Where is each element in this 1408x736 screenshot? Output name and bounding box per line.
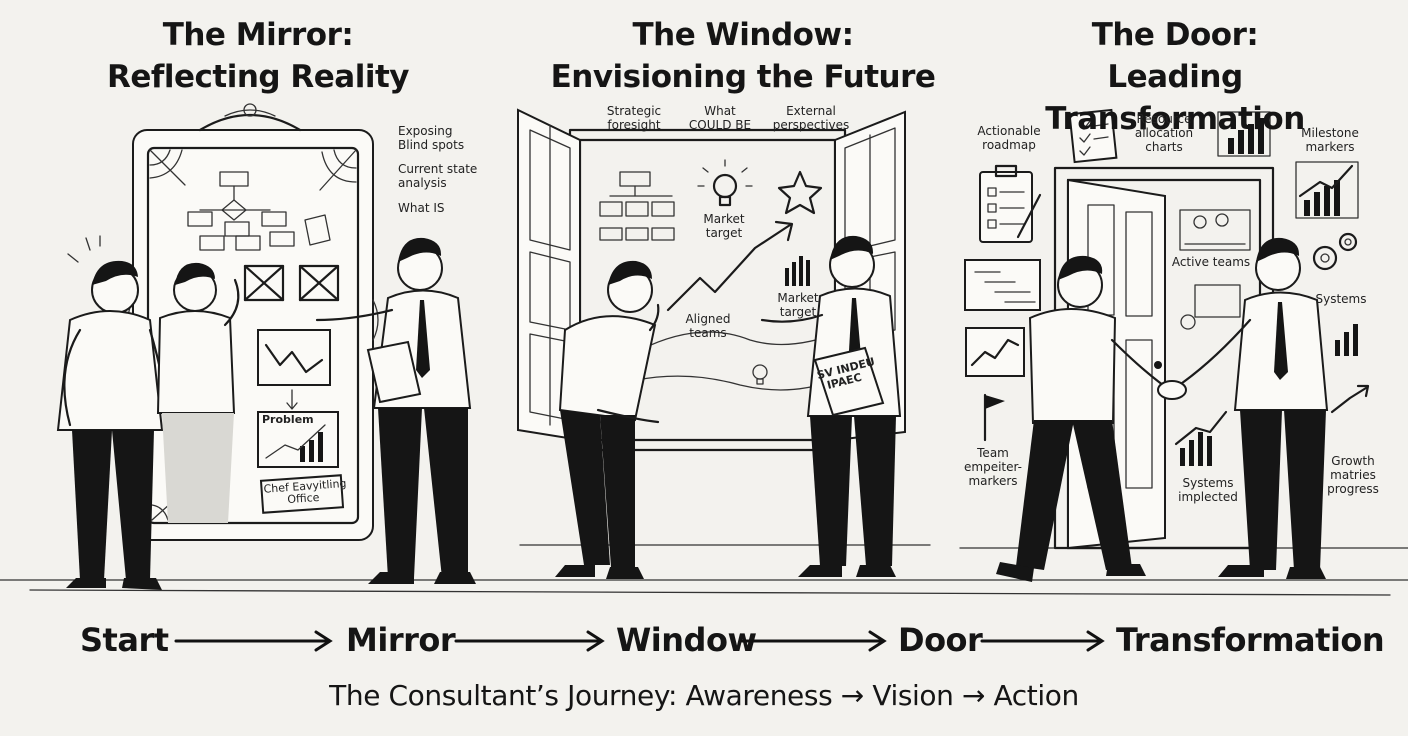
note-resource-allocation: Resource allocation charts: [1134, 112, 1194, 154]
mirror-title-line1: The Mirror:: [162, 17, 354, 53]
note-team-markers: Team empeiter- markers: [964, 446, 1022, 488]
window-title-line2: Envisioning the Future: [550, 59, 936, 95]
sticky-note: [304, 214, 331, 246]
door-title-line2: Leading Transformation: [1045, 59, 1305, 137]
journey-caption: The Consultant’s Journey: Awareness → Vi…: [329, 679, 1079, 712]
note-systems-implemented: Systems implected: [1178, 476, 1238, 504]
implemented-chart-icon: [1174, 410, 1228, 466]
checklist-icon: [1068, 108, 1118, 164]
window-title: The Window: Envisioning the Future: [548, 14, 938, 98]
mirror-title: The Mirror: Reflecting Reality: [88, 14, 428, 98]
growth-chart-icon: [1330, 324, 1370, 414]
flag-icon: [983, 393, 1005, 442]
mini-bar-chart-window: [785, 256, 810, 286]
crossed-boxes: [243, 264, 340, 302]
door-title-line1: The Door:: [1091, 17, 1259, 53]
note-actionable-roadmap: Actionable roadmap: [977, 124, 1041, 152]
note-blind-spots: Exposing Blind spots: [398, 124, 465, 152]
note-current-state: Current state analysis: [398, 162, 478, 190]
lightbulb-icon: [697, 159, 753, 207]
gantt-chart-icon: [964, 259, 1041, 311]
note-strategic-foresight: Strategic foresight: [606, 104, 662, 132]
note-market-target-2: Market target: [777, 291, 819, 319]
rising-arrow: [666, 220, 794, 312]
note-what-is: What IS: [398, 201, 445, 215]
small-lightbulb-icon: [752, 364, 768, 385]
note-aligned-teams: Aligned teams: [685, 312, 731, 340]
consultant-figure-mirror: [315, 237, 476, 584]
cobweb-left: [149, 149, 186, 186]
note-systems: Systems: [1315, 292, 1367, 306]
necktie: [416, 300, 430, 378]
window-title-line1: The Window:: [632, 17, 854, 53]
necktie: [1274, 302, 1288, 380]
note-growth-metrics: Growth matries progress: [1327, 454, 1379, 496]
org-chart-sketch: [187, 171, 331, 251]
note-market-target-1: Market target: [703, 212, 745, 240]
floor-shadow-line: [29, 589, 1391, 596]
office-tag: [259, 474, 345, 514]
strategy-binder: [813, 346, 885, 417]
flow-step-transformation: Transformation: [1116, 621, 1385, 659]
note-milestone-markers: Milestone markers: [1301, 126, 1359, 154]
note-what-could-be: What COULD BE: [688, 104, 752, 132]
gear-icon: [1312, 232, 1358, 271]
cobweb-right: [319, 149, 357, 191]
flow-step-start: Start: [80, 621, 169, 659]
bar-chart-icon: [1217, 111, 1271, 157]
door-title: The Door: Leading Transformation: [985, 14, 1365, 140]
note-problem: Problem: [262, 413, 314, 426]
client-figure-door: [996, 255, 1169, 582]
consultant-figure-window: [760, 235, 902, 577]
note-external-perspectives: External perspectives: [772, 104, 850, 132]
window-flowchart: [599, 171, 675, 241]
client-figure-window: [555, 260, 660, 579]
star-burst-icon: [777, 170, 823, 215]
shock-marks: [67, 235, 101, 263]
consultant-figure-door: [1157, 237, 1329, 579]
milestone-chart-icon: [1295, 161, 1359, 219]
clipboard-icon: [979, 164, 1042, 243]
line-chart-icon: [965, 327, 1025, 377]
clipboard: [366, 340, 422, 404]
note-active-teams: Active teams: [1171, 255, 1251, 269]
reflection-figure: [156, 262, 240, 523]
flow-step-window: Window: [616, 621, 757, 659]
team-meeting-scene: [1179, 209, 1251, 330]
flow-step-mirror: Mirror: [346, 621, 456, 659]
mirror-title-line2: Reflecting Reality: [107, 59, 410, 95]
problem-chart: [257, 411, 339, 468]
declining-chart: [257, 329, 331, 410]
client-figure-left: [56, 235, 174, 590]
handshake: [1157, 380, 1187, 400]
flow-step-door: Door: [898, 621, 983, 659]
